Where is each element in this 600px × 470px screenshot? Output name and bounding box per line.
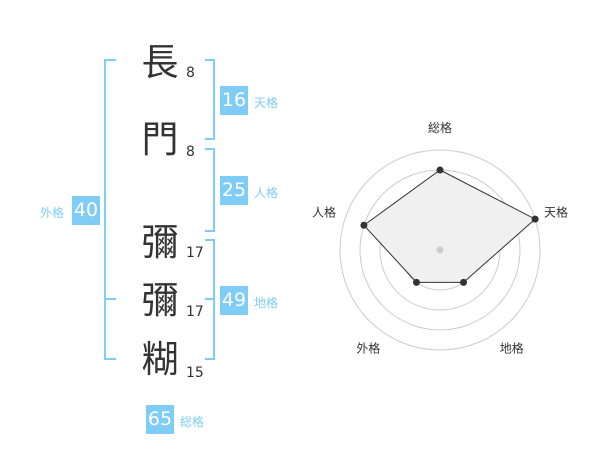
name-char-4: 彌 xyxy=(141,279,179,322)
chikaku-value: 49 xyxy=(220,286,248,315)
jinkaku-bracket xyxy=(205,148,215,232)
radar-point xyxy=(436,166,444,174)
stroke-count-5: 15 xyxy=(186,365,204,381)
jinkaku-value: 25 xyxy=(220,176,248,205)
gaikaku-label: 外格 xyxy=(40,206,65,220)
radar-point xyxy=(360,221,368,229)
radar-point xyxy=(531,215,539,223)
tenkaku-label: 天格 xyxy=(254,96,279,110)
name-char-3: 彌 xyxy=(141,221,179,264)
gaikaku-bracket xyxy=(104,59,116,360)
jinkaku-label: 人格 xyxy=(254,186,279,200)
stroke-count-2: 8 xyxy=(186,144,195,160)
tenkaku-value: 16 xyxy=(220,86,248,115)
soukaku-label: 総格 xyxy=(180,415,205,429)
radar-axis-label: 外格 xyxy=(356,341,380,356)
name-char-1: 長 xyxy=(141,41,179,84)
radar-area xyxy=(363,169,536,283)
gaikaku-bracket-tick xyxy=(104,298,116,300)
radar-axis-label: 天格 xyxy=(544,204,568,219)
tenkaku-bracket xyxy=(205,59,215,140)
soukaku-value: 65 xyxy=(146,405,174,434)
radar-axis-label: 地格 xyxy=(500,341,524,356)
radar-center xyxy=(436,246,444,254)
radar-point xyxy=(412,278,420,286)
stroke-count-1: 8 xyxy=(186,65,195,81)
radar-axis-label: 総格 xyxy=(428,120,452,135)
name-char-2: 門 xyxy=(141,118,179,161)
radar-point xyxy=(460,278,468,286)
stroke-count-4: 17 xyxy=(186,304,204,320)
name-char-5: 糊 xyxy=(141,338,179,381)
chikaku-bracket-tick xyxy=(205,298,215,300)
chikaku-label: 地格 xyxy=(254,296,279,310)
stroke-count-3: 17 xyxy=(186,245,204,261)
radar-ring xyxy=(339,149,541,351)
gaikaku-value: 40 xyxy=(72,196,100,225)
radar-axis-label: 人格 xyxy=(312,204,336,219)
